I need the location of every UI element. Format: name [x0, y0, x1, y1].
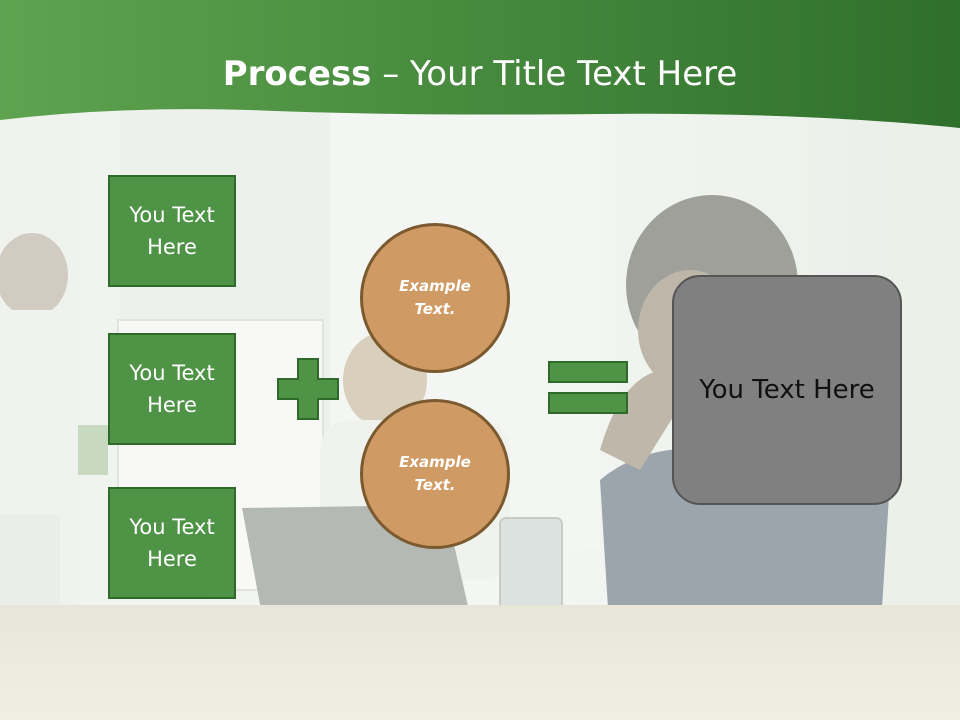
input-box-label: You Text Here: [129, 203, 215, 259]
slide-title: Process – Your Title Text Here: [0, 52, 960, 96]
input-box-label: You Text Here: [129, 515, 215, 571]
input-box-3[interactable]: You Text Here: [108, 487, 236, 599]
example-circle-2[interactable]: Example Text.: [360, 399, 510, 549]
input-box-2[interactable]: You Text Here: [108, 333, 236, 445]
circle-label: Example Text.: [399, 453, 471, 494]
circle-label: Example Text.: [399, 277, 471, 318]
result-label: You Text Here: [699, 375, 875, 405]
input-box-1[interactable]: You Text Here: [108, 175, 236, 287]
title-rest: – Your Title Text Here: [371, 54, 738, 94]
plus-icon: [277, 358, 339, 420]
header-band: [0, 0, 960, 128]
result-box[interactable]: You Text Here: [672, 275, 902, 505]
title-bold: Process: [222, 54, 372, 94]
input-box-label: You Text Here: [129, 361, 215, 417]
equals-icon: [548, 361, 628, 414]
example-circle-1[interactable]: Example Text.: [360, 223, 510, 373]
